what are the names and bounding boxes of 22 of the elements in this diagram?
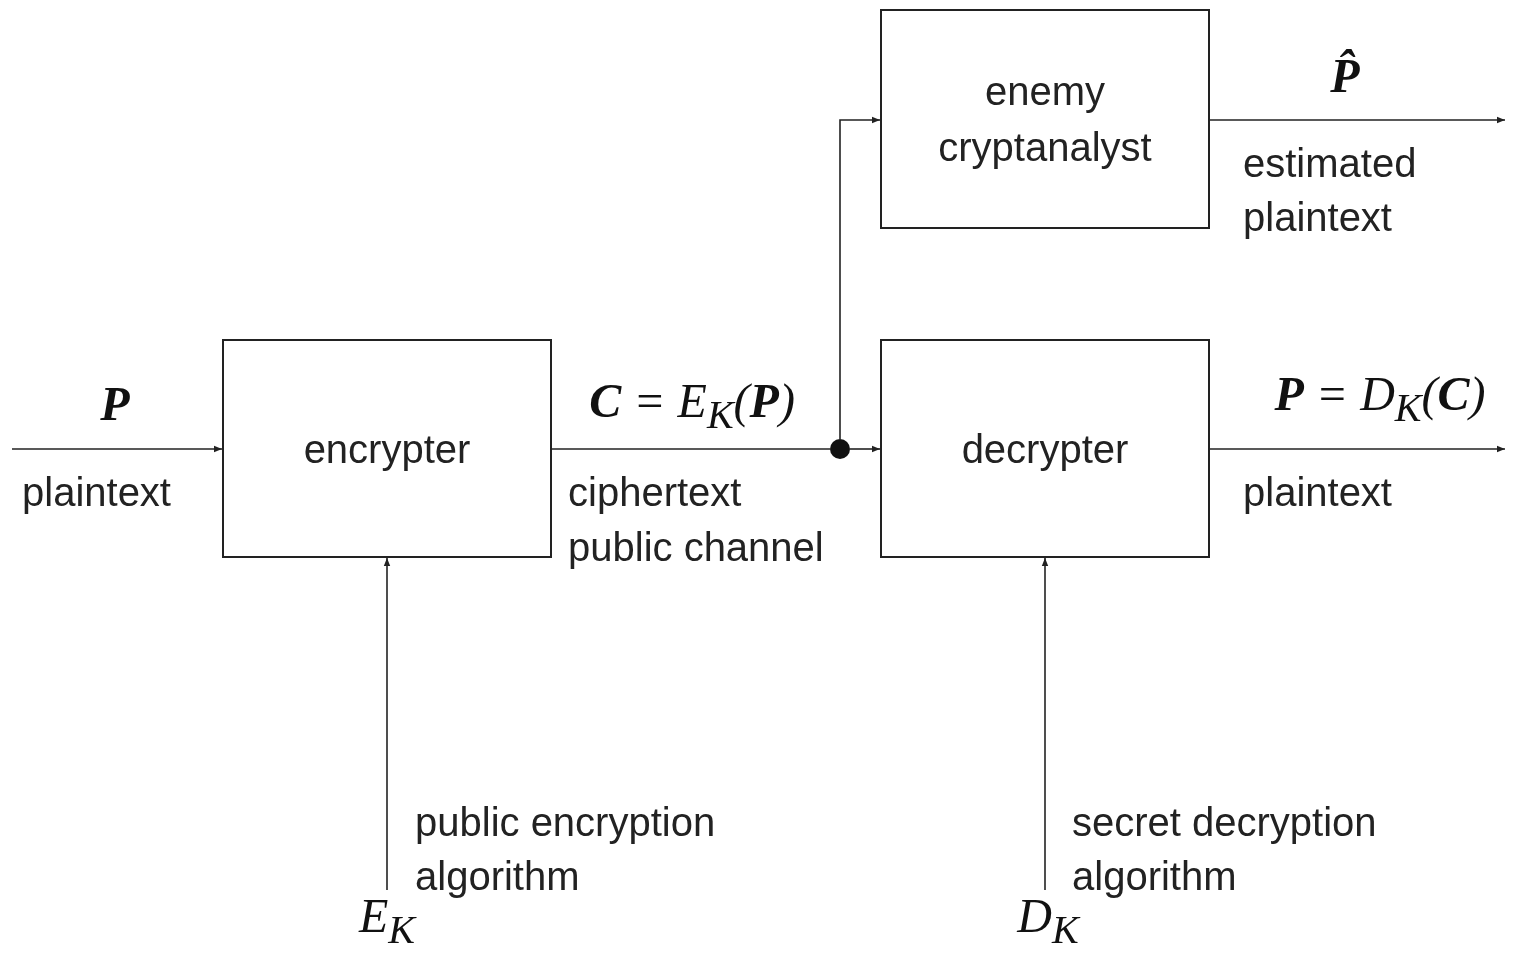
signal-description: public channel	[568, 524, 825, 571]
arrow	[383, 557, 391, 891]
arrow	[849, 445, 881, 453]
box-label: encrypter	[302, 425, 472, 473]
arrow	[11, 445, 223, 453]
process-box	[222, 339, 552, 558]
arrow	[1209, 445, 1506, 453]
signal-description: public encryption algorithm	[415, 799, 717, 900]
signal-description: plaintext	[22, 469, 172, 516]
process-box	[880, 339, 1210, 558]
box-label: enemy cryptanalyst	[937, 68, 1153, 171]
signal-description: plaintext	[1243, 469, 1393, 516]
signal-description: estimated plaintext	[1243, 140, 1418, 241]
junction-dot	[830, 439, 850, 459]
box-label: decrypter	[960, 425, 1130, 473]
arrow	[839, 116, 881, 440]
key-symbol: E$_{K}$	[359, 888, 415, 953]
arrow	[1209, 116, 1506, 124]
signal-description: secret decryption algorithm	[1072, 799, 1378, 900]
process-box	[880, 9, 1210, 229]
signal-description: ciphertext	[568, 469, 743, 516]
arrow	[1041, 557, 1049, 891]
